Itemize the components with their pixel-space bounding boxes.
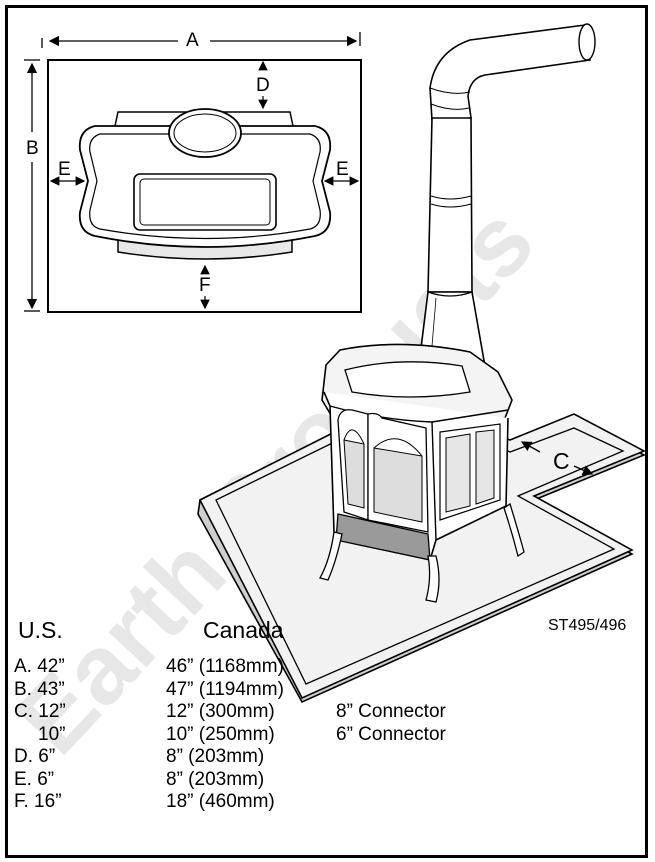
part-code: ST495/496	[548, 617, 627, 634]
cell-us: 10”	[38, 723, 66, 745]
cell-canada: 8” (203mm)	[166, 746, 265, 767]
stove-pipe-elbow	[429, 24, 591, 121]
cell-canada: 18” (460mm)	[166, 791, 275, 812]
label-d: D	[256, 75, 270, 96]
label-f: F	[199, 275, 211, 296]
cell-us: F. 16”	[14, 791, 62, 812]
header-canada: Canada	[203, 617, 284, 643]
cell-canada: 47” (1194mm)	[166, 678, 284, 700]
hearth-outline	[47, 59, 362, 313]
cell-us: A. 42”	[14, 656, 65, 677]
header-us: U.S.	[18, 617, 63, 643]
top-view	[24, 32, 362, 313]
label-b: B	[26, 138, 39, 159]
cell-us: B. 43”	[14, 678, 65, 700]
cell-us: C. 12”	[14, 701, 66, 722]
cell-canada: 8” (203mm)	[166, 768, 265, 790]
label-c: C	[553, 448, 570, 474]
label-a: A	[186, 30, 199, 51]
flue-collar	[168, 108, 242, 158]
perspective-view	[197, 23, 646, 704]
cell-us: E. 6”	[14, 768, 55, 790]
cell-us: D. 6”	[14, 746, 56, 767]
stove-leg	[319, 531, 343, 581]
cell-note: 8” Connector	[336, 701, 446, 722]
label-e-left: E	[58, 159, 71, 180]
cell-canada: 10” (250mm)	[166, 723, 275, 745]
cell-note: 6” Connector	[336, 723, 446, 745]
cell-canada: 46” (1168mm)	[166, 656, 284, 677]
cell-canada: 12” (300mm)	[166, 701, 275, 722]
diagram-frame	[5, 5, 648, 858]
label-e-right: E	[336, 159, 349, 180]
stove-top-plate	[133, 173, 277, 231]
dimension-c-line	[520, 441, 541, 453]
